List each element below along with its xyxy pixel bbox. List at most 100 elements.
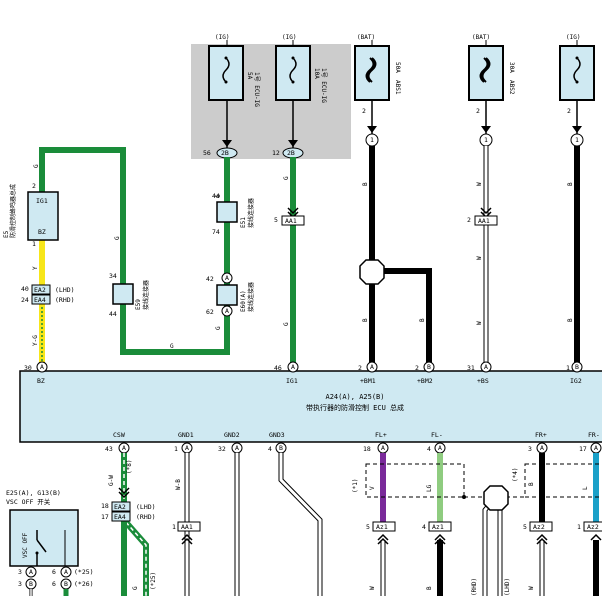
svg-text:34: 34 xyxy=(109,272,117,280)
svg-text:B: B xyxy=(427,363,431,371)
svg-text:44: 44 xyxy=(212,192,220,200)
svg-text:(BAT): (BAT) xyxy=(357,34,375,41)
connector-2b-right: 12 2B xyxy=(272,147,304,159)
svg-text:2B: 2B xyxy=(221,149,229,157)
svg-text:(IG): (IG) xyxy=(566,34,580,41)
svg-text:(*8): (*8) xyxy=(126,460,133,474)
svg-text:A: A xyxy=(40,363,44,371)
connector-2b-left: 56 2B xyxy=(203,147,238,159)
svg-text:B: B xyxy=(567,318,574,322)
svg-text:6: 6 xyxy=(52,580,56,588)
svg-text:VSC OFF: VSC OFF xyxy=(22,532,29,558)
svg-text:1: 1 xyxy=(172,523,176,531)
fuse-3: (BAT) 50A ABS1 2 xyxy=(354,34,401,135)
ecu-pin-gnd2: GND2 32 A xyxy=(218,431,243,454)
svg-text:1: 1 xyxy=(575,136,579,144)
svg-text:5A: 5A xyxy=(246,72,253,80)
svg-text:1: 1 xyxy=(32,240,36,248)
svg-text:Az1: Az1 xyxy=(376,523,388,531)
svg-text:4: 4 xyxy=(268,445,272,453)
svg-text:A: A xyxy=(594,444,598,452)
svg-text:FR-: FR- xyxy=(588,431,600,439)
svg-text:G: G xyxy=(114,236,121,240)
svg-text:30: 30 xyxy=(24,364,32,372)
svg-text:2: 2 xyxy=(467,216,471,224)
connector-1-fuse5: 1 xyxy=(570,133,584,147)
svg-text:B: B xyxy=(64,580,68,588)
svg-text:46: 46 xyxy=(274,364,282,372)
svg-text:W: W xyxy=(476,182,483,186)
svg-text:3: 3 xyxy=(18,568,22,576)
svg-text:Az1: Az1 xyxy=(432,523,444,531)
svg-text:A: A xyxy=(381,444,385,452)
svg-text:B: B xyxy=(419,318,426,322)
svg-text:G: G xyxy=(283,176,290,180)
svg-text:Y-G: Y-G xyxy=(32,335,39,346)
wire-junction xyxy=(359,259,385,285)
svg-text:LG: LG xyxy=(426,484,433,492)
svg-text:42: 42 xyxy=(206,275,214,283)
svg-text:2: 2 xyxy=(476,107,480,115)
svg-text:2: 2 xyxy=(567,107,571,115)
svg-text:G: G xyxy=(132,586,139,590)
fuse-5: (IG) 2 xyxy=(559,34,595,135)
svg-text:1: 1 xyxy=(370,136,374,144)
fuse-2: (IG) 10A 1号 ECU-IG xyxy=(275,34,327,148)
connector-1-fuse4: 1 xyxy=(479,133,493,147)
svg-text:18: 18 xyxy=(101,502,109,510)
svg-text:1: 1 xyxy=(484,136,488,144)
ecu-pin-bs: 31 A +BS xyxy=(467,361,492,385)
svg-text:EA4: EA4 xyxy=(114,513,126,521)
svg-text:24: 24 xyxy=(21,296,29,304)
svg-text:B: B xyxy=(575,363,579,371)
svg-text:A: A xyxy=(225,307,229,315)
shield-box-fl xyxy=(365,463,465,498)
svg-text:L: L xyxy=(582,486,589,490)
connector-e59: 34 44 E59 接线连接器 xyxy=(109,272,150,318)
svg-text:17: 17 xyxy=(579,445,587,453)
svg-text:G: G xyxy=(33,164,40,168)
svg-text:+BS: +BS xyxy=(477,377,489,385)
ecu-pin-fr-minus: FR- 17 A xyxy=(579,431,602,454)
svg-text:VSC OFF 开关: VSC OFF 开关 xyxy=(6,497,51,506)
svg-text:3: 3 xyxy=(528,445,532,453)
ecu-pin-csw: CSW 43 A xyxy=(105,431,130,454)
svg-text:G: G xyxy=(283,322,290,326)
svg-text:+BM1: +BM1 xyxy=(360,377,376,385)
vsc-off-switch: E25(A), G13(B) VSC OFF 开关 VSC OFF xyxy=(6,489,79,567)
svg-text:(LHD): (LHD) xyxy=(55,286,75,294)
svg-text:接线连接器: 接线连接器 xyxy=(247,282,255,312)
svg-text:18: 18 xyxy=(363,445,371,453)
svg-text:(RHD): (RHD) xyxy=(136,513,156,521)
wire-black-bm2 xyxy=(372,268,432,365)
svg-text:GND3: GND3 xyxy=(269,431,285,439)
svg-text:IG2: IG2 xyxy=(570,377,582,385)
connector-ea2-ea4-csw: 18 17 EA2 EA4 (LHD) (RHD) xyxy=(101,487,156,522)
svg-text:E51: E51 xyxy=(240,217,247,228)
svg-text:ABS2: ABS2 xyxy=(508,80,515,95)
svg-text:E5: E5 xyxy=(3,230,10,238)
svg-text:1号 ECU-IG: 1号 ECU-IG xyxy=(253,72,260,107)
svg-text:(*25): (*25) xyxy=(150,572,157,590)
svg-text:12: 12 xyxy=(272,149,280,157)
svg-text:接线连接器: 接线连接器 xyxy=(247,198,255,228)
svg-text:2: 2 xyxy=(358,364,362,372)
svg-text:B: B xyxy=(362,182,369,186)
svg-text:40: 40 xyxy=(21,285,29,293)
svg-text:74: 74 xyxy=(212,228,220,236)
connector-aa1-ig1: 5 AA1 xyxy=(274,207,305,226)
svg-text:44: 44 xyxy=(109,310,117,318)
svg-text:AA1: AA1 xyxy=(478,217,490,225)
svg-text:A: A xyxy=(235,444,239,452)
svg-text:(BAT): (BAT) xyxy=(472,34,490,41)
ecu-pin-ig1: 46 A IG1 xyxy=(274,361,299,385)
svg-text:A: A xyxy=(29,568,33,576)
shield-junction xyxy=(483,485,509,511)
svg-text:(IG): (IG) xyxy=(215,34,229,41)
svg-text:Y: Y xyxy=(32,266,39,270)
svg-text:B: B xyxy=(279,444,283,452)
svg-text:BZ: BZ xyxy=(37,377,45,385)
svg-text:(*4): (*4) xyxy=(512,468,519,482)
svg-text:BZ: BZ xyxy=(38,228,46,236)
